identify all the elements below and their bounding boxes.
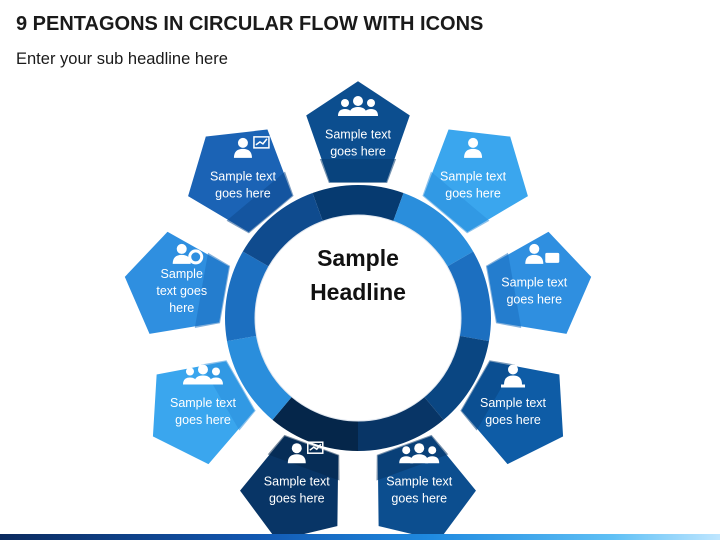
pentagon-8 [122,229,232,337]
ring-segment [447,251,491,342]
pentagon-text-line: goes here [485,413,541,427]
pentagon-2 [421,127,531,235]
pentagon-text-line: goes here [330,145,386,159]
page-subtitle: Enter your sub headline here [16,50,228,68]
person-gear-icon [172,243,204,265]
pentagon-text-line: Sample text [501,275,568,289]
bottom-gradient-bar [0,534,720,540]
pentagon-text-line: goes here [445,186,501,200]
pentagon-text-line: goes here [215,186,271,200]
pentagon-text-line: Sample text [386,475,453,489]
pentagon-content: Sample text goes here [264,441,331,506]
pentagon-inner-band [460,360,515,431]
pentagon-content: Sample text goes here [501,243,568,306]
pentagon-inner-band [485,252,522,328]
presenter-desk-icon [501,364,526,388]
pentagon-inner-band [226,171,294,234]
pentagon-content: Sample text goes here [386,443,453,506]
ring-segment [393,193,474,267]
flow-ring [225,184,491,451]
page-title: 9 PENTAGONS IN CIRCULAR FLOW WITH ICONS [16,13,484,35]
growth-chart-presenter-icon [287,441,324,464]
pentagon-text-line: Sample text [325,128,392,142]
pentagon-content: Sample text goes here [440,137,507,200]
pentagon-text-line: Sample text [480,396,547,410]
pentagon-text-line: Sample text [440,169,507,183]
pentagon-text-line: goes here [175,413,231,427]
ring-segment [312,184,404,222]
center-headline-line2: Headline [310,279,406,305]
ring-segment [227,335,292,420]
center-headline-line1: Sample [317,245,399,271]
ring-segment [225,251,269,342]
presentation-board-icon [233,136,270,158]
pentagon-content: Sample text goes here [170,364,237,427]
two-people-icon [399,443,440,464]
pentagon-text-line: Sample text [210,169,277,183]
ring-segment [272,396,358,451]
ring-segment [242,193,323,267]
pentagon-3 [484,229,594,337]
pentagon-9 [185,127,295,235]
pentagon-content: Sample text goes here [210,136,277,200]
pentagon-1 [303,78,413,184]
pentagon-text-line: goes here [391,492,447,506]
ring-segment [358,396,444,451]
pentagon-inner-band [194,252,231,328]
center-circle [254,214,462,422]
pentagon-text-line: Sample text [264,475,331,489]
pentagon-text-line: text goes [156,284,207,298]
pentagon-inner-band [319,159,397,183]
pentagon-text-line: Sample [161,267,203,281]
pentagon-text-line: goes here [506,292,562,306]
pentagon-inner-band [422,171,490,234]
person-icon [464,137,483,158]
pentagon-text-line: Sample text [170,396,237,410]
pentagon-content: Sample text goes here [480,364,547,427]
team-icon [338,96,378,116]
pentagon-4 [459,359,566,467]
ring-segment [424,335,489,420]
network-people-icon [182,364,223,385]
pentagon-content: Sample text goes here [325,96,392,159]
pentagon-text-line: here [169,301,194,315]
pentagon-content: Sample text goes here [156,243,207,315]
pentagon-text-line: goes here [269,492,325,506]
businessman-briefcase-icon [525,243,560,264]
